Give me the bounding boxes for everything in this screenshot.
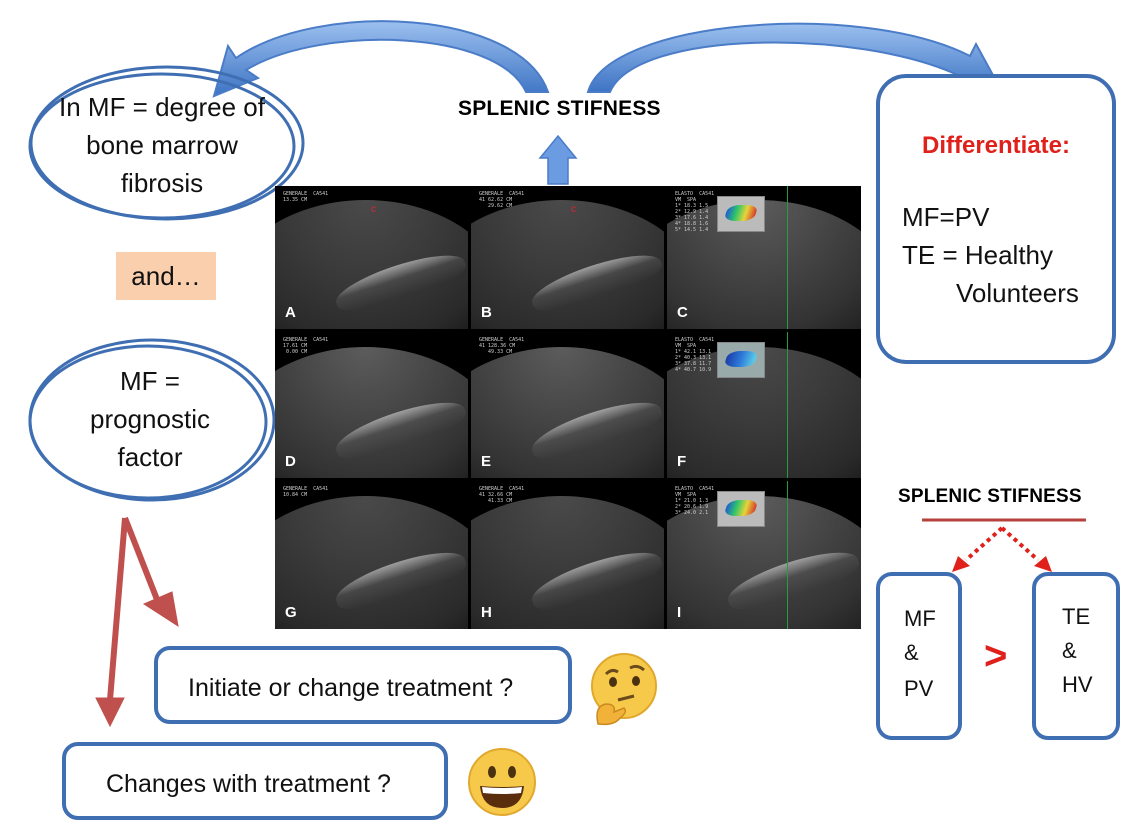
- ultrasound-grid: GENERALE CA541 13.35 CM c A GENERALE CA5…: [275, 186, 861, 629]
- differentiate-line3: Volunteers: [956, 278, 1079, 308]
- and-badge: and…: [116, 252, 216, 300]
- up-arrow: [538, 134, 578, 185]
- splenic-stiffness-title: SPLENIC STIFNESS: [458, 97, 661, 120]
- differentiate-line2: TE = Healthy: [902, 240, 1054, 270]
- panel-label-d: D: [285, 453, 296, 470]
- grinning-face-icon: [468, 748, 536, 816]
- panel-label-g: G: [285, 604, 297, 621]
- prognostic-line2: prognostic: [90, 404, 210, 434]
- bone-marrow-line1: In MF = degree of: [59, 92, 265, 122]
- greater-than-sign: >: [984, 634, 1008, 678]
- thinking-face-icon: [591, 653, 657, 726]
- te-hv-box: TE & HV: [1032, 572, 1120, 740]
- te-hv-line1: TE: [1062, 604, 1091, 629]
- ultrasound-panel-b: GENERALE CA541 41 62.62 CM 29.62 CM c B: [471, 186, 664, 329]
- mf-pv-line2: &: [904, 640, 919, 665]
- te-hv-line3: HV: [1062, 672, 1093, 697]
- differentiate-line1: MF=PV: [902, 202, 990, 232]
- ultrasound-panel-h: GENERALE CA541 41 32.66 CM 41.33 CM H: [471, 481, 664, 629]
- ultrasound-panel-i: ELASTO CA541 VM SPA 1* 21.0 1.3 2* 20.6 …: [667, 481, 861, 629]
- prognostic-line1: MF =: [120, 366, 180, 396]
- changes-treatment-text: Changes with treatment ?: [106, 770, 391, 798]
- ultrasound-panel-g: GENERALE CA541 10.84 CM G: [275, 481, 468, 629]
- ultrasound-panel-c: ELASTO CA541 VM SPA 1* 18.3 1.5 2* 12.9 …: [667, 186, 861, 329]
- bone-marrow-ellipse: [28, 65, 305, 221]
- panel-label-f: F: [677, 453, 687, 470]
- prognostic-line3: factor: [117, 442, 183, 472]
- bone-marrow-text: In MF = degree of bone marrow fibrosis: [42, 88, 282, 202]
- differentiate-title: Differentiate:: [921, 132, 1071, 159]
- initiate-treatment-box: Initiate or change treatment ?: [154, 646, 572, 724]
- ultrasound-panel-f: ELASTO CA541 VM SPA 1* 42.1 13.1 2* 40.3…: [667, 332, 861, 478]
- mf-pv-box: MF & PV: [876, 572, 962, 740]
- prognostic-text: MF = prognostic factor: [48, 362, 252, 476]
- prognostic-ellipse: [28, 338, 276, 502]
- panel-label-h: H: [481, 604, 492, 621]
- panel-label-c: C: [677, 304, 688, 321]
- panel-label-i: I: [677, 604, 682, 621]
- dotted-arrows: [964, 526, 1040, 562]
- ultrasound-panel-a: GENERALE CA541 13.35 CM c A: [275, 186, 468, 329]
- splenic-stiffness-right-title: SPLENIC STIFNESS: [898, 486, 1082, 507]
- curved-arrow-left: [212, 20, 550, 98]
- te-hv-line2: &: [1062, 638, 1077, 663]
- initiate-treatment-text: Initiate or change treatment ?: [188, 674, 514, 702]
- ultrasound-panel-d: GENERALE CA541 17.61 CM 0.00 CM D: [275, 332, 468, 478]
- mf-pv-line1: MF: [904, 606, 936, 631]
- ultrasound-panel-e: GENERALE CA541 41 128.36 CM 49.33 CM E: [471, 332, 664, 478]
- differentiate-box: Differentiate: MF=PV TE = Healthy Volunt…: [876, 74, 1116, 364]
- bone-marrow-line3: fibrosis: [120, 168, 204, 198]
- panel-label-b: B: [481, 304, 492, 321]
- panel-label-a: A: [285, 304, 296, 321]
- panel-label-e: E: [481, 453, 492, 470]
- bone-marrow-line2: bone marrow: [86, 130, 238, 160]
- red-arrow-group: [95, 516, 179, 728]
- mf-pv-line3: PV: [904, 676, 934, 701]
- changes-treatment-box: Changes with treatment ?: [62, 742, 448, 820]
